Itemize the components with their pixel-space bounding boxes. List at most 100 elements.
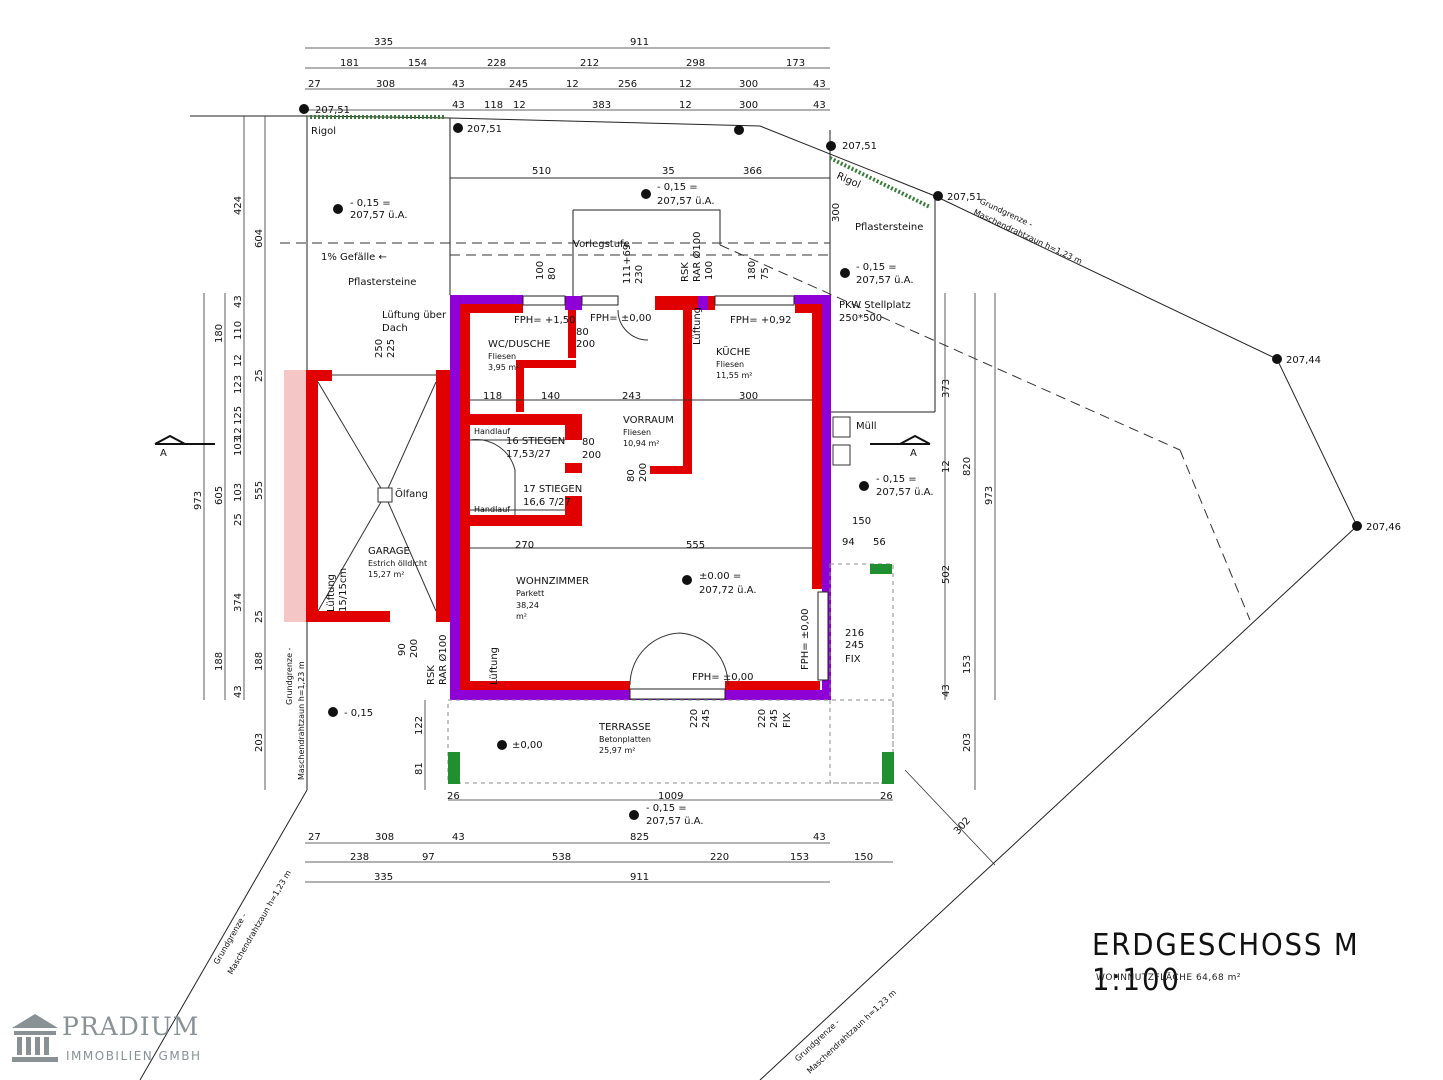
dim-i180: 180 bbox=[747, 261, 758, 280]
dim-r203: 203 bbox=[962, 733, 973, 752]
dim-i100b: 100 bbox=[704, 261, 715, 280]
dim-i300d: 300 bbox=[831, 203, 842, 222]
dim-i75: 75 bbox=[760, 267, 771, 280]
label-fph-3: FPH= +0,92 bbox=[730, 315, 792, 326]
dim-i94: 94 bbox=[842, 537, 855, 548]
label-rsk-2: RSK bbox=[426, 665, 437, 685]
dim-l424: 424 bbox=[233, 196, 244, 215]
dim-i366: 366 bbox=[743, 166, 762, 177]
dim-t43a: 43 bbox=[452, 79, 465, 90]
label-handlauf-2: Handlauf bbox=[474, 505, 510, 514]
label-pflaster-1: Pflastersteine bbox=[348, 277, 416, 288]
dim-d302: 302 bbox=[952, 815, 973, 837]
room-wohnzimmer-area: 38,24 bbox=[516, 601, 539, 610]
level-12: - 0,15 bbox=[344, 708, 373, 719]
room-terrasse-name: TERRASSE bbox=[598, 722, 651, 733]
logo-sub: IMMOBILIEN GMBH bbox=[66, 1049, 202, 1063]
dim-u825: 825 bbox=[630, 832, 649, 843]
dim-u43b: 43 bbox=[813, 832, 826, 843]
dim-i80c: 80 bbox=[582, 437, 595, 448]
room-kueche-name: KÜCHE bbox=[716, 345, 750, 358]
dim-r12: 12 bbox=[941, 460, 952, 473]
label-lueftung-dach-1: Lüftung über bbox=[382, 310, 447, 321]
dim-l12a: 12 bbox=[233, 354, 244, 367]
dim-i300c: 300 bbox=[739, 391, 758, 402]
label-section-a-1: A bbox=[160, 448, 167, 459]
dim-t118: 118 bbox=[484, 100, 503, 111]
dim-i245b: 245 bbox=[701, 709, 712, 728]
dim-l555: 555 bbox=[254, 481, 265, 500]
dim-t173: 173 bbox=[786, 58, 805, 69]
label-stiegen-16b: 17,53/27 bbox=[506, 449, 551, 460]
dim-i245a: 245 bbox=[845, 640, 864, 651]
dim-i243: 243 bbox=[622, 391, 641, 402]
level-markers bbox=[299, 104, 1362, 820]
dim-u27: 27 bbox=[308, 832, 321, 843]
level-11: ±0.00 = bbox=[699, 571, 741, 582]
dim-t245: 245 bbox=[509, 79, 528, 90]
dim-u911: 911 bbox=[630, 872, 649, 883]
dim-i220b: 220 bbox=[757, 709, 768, 728]
dim-r153: 153 bbox=[962, 655, 973, 674]
dim-i270: 270 bbox=[515, 540, 534, 551]
dim-u150: 150 bbox=[854, 852, 873, 863]
dim-i510: 510 bbox=[532, 166, 551, 177]
dim-t12b: 12 bbox=[679, 79, 692, 90]
garage bbox=[284, 370, 450, 622]
dim-b1009: 1009 bbox=[658, 791, 683, 802]
dim-i200b: 200 bbox=[582, 450, 601, 461]
dim-t43b: 43 bbox=[813, 79, 826, 90]
dim-l43a: 43 bbox=[233, 295, 244, 308]
level-4: 207,51 bbox=[947, 192, 982, 203]
dim-i56: 56 bbox=[873, 537, 886, 548]
level-3: 207,51 bbox=[842, 141, 877, 152]
label-fix-2: FIX bbox=[782, 712, 793, 728]
dim-i140: 140 bbox=[541, 391, 560, 402]
dim-l103a: 103 bbox=[233, 437, 244, 456]
dim-l605: 605 bbox=[214, 486, 225, 505]
pradium-logo-icon bbox=[12, 1014, 58, 1062]
interior-lines bbox=[469, 309, 812, 686]
label-pflaster-2: Pflastersteine bbox=[855, 222, 923, 233]
dim-t911: 911 bbox=[630, 37, 649, 48]
dim-i230: 230 bbox=[634, 265, 645, 284]
label-fph-5: FPH= ±0,00 bbox=[800, 608, 811, 670]
room-kueche-floor: Fliesen bbox=[716, 360, 744, 369]
label-fix-1: FIX bbox=[845, 654, 861, 665]
dim-i200c: 200 bbox=[638, 463, 649, 482]
label-lueftung-garage: 15/15cm bbox=[338, 568, 349, 612]
dim-i35: 35 bbox=[662, 166, 675, 177]
dim-l188b: 188 bbox=[254, 652, 265, 671]
label-muell: Müll bbox=[856, 421, 877, 432]
dim-t43d: 43 bbox=[813, 100, 826, 111]
level-7b: 207,57 ü.A. bbox=[350, 210, 408, 221]
dim-i150a: 150 bbox=[852, 516, 871, 527]
level-8b: 207,57 ü.A. bbox=[657, 196, 715, 207]
dashed-lines bbox=[280, 242, 1251, 621]
dim-t181: 181 bbox=[340, 58, 359, 69]
label-gefaelle: 1% Gefälle ← bbox=[321, 252, 387, 263]
label-oelfang: Ölfang bbox=[395, 487, 428, 500]
dim-i200a: 200 bbox=[576, 339, 595, 350]
dim-r820: 820 bbox=[962, 457, 973, 476]
dim-u335: 335 bbox=[374, 872, 393, 883]
dim-i118b: 118 bbox=[483, 391, 502, 402]
dim-b26b: 26 bbox=[880, 791, 893, 802]
level-10b: 207,57 ü.A. bbox=[876, 487, 934, 498]
dim-l973: 973 bbox=[193, 491, 204, 510]
room-wohnzimmer-name: WOHNZIMMER bbox=[516, 576, 589, 587]
level-6: 207,46 bbox=[1366, 522, 1401, 533]
label-fph-1: FPH= +1,50 bbox=[514, 315, 576, 326]
room-garage-area: 15,27 m² bbox=[368, 570, 404, 579]
room-terrasse-floor: Betonplatten bbox=[599, 735, 651, 744]
dim-u97: 97 bbox=[422, 852, 435, 863]
dim-i100a: 100 bbox=[535, 261, 546, 280]
level-9b: 207,57 ü.A. bbox=[856, 275, 914, 286]
level-8: - 0,15 = bbox=[657, 182, 698, 193]
room-wc-name: WC/DUSCHE bbox=[488, 339, 550, 350]
dim-i111: 111+69 bbox=[622, 244, 633, 284]
level-14: - 0,15 = bbox=[646, 803, 687, 814]
label-fph-4: FPH= ±0,00 bbox=[692, 672, 754, 683]
dim-t43c: 43 bbox=[452, 100, 465, 111]
